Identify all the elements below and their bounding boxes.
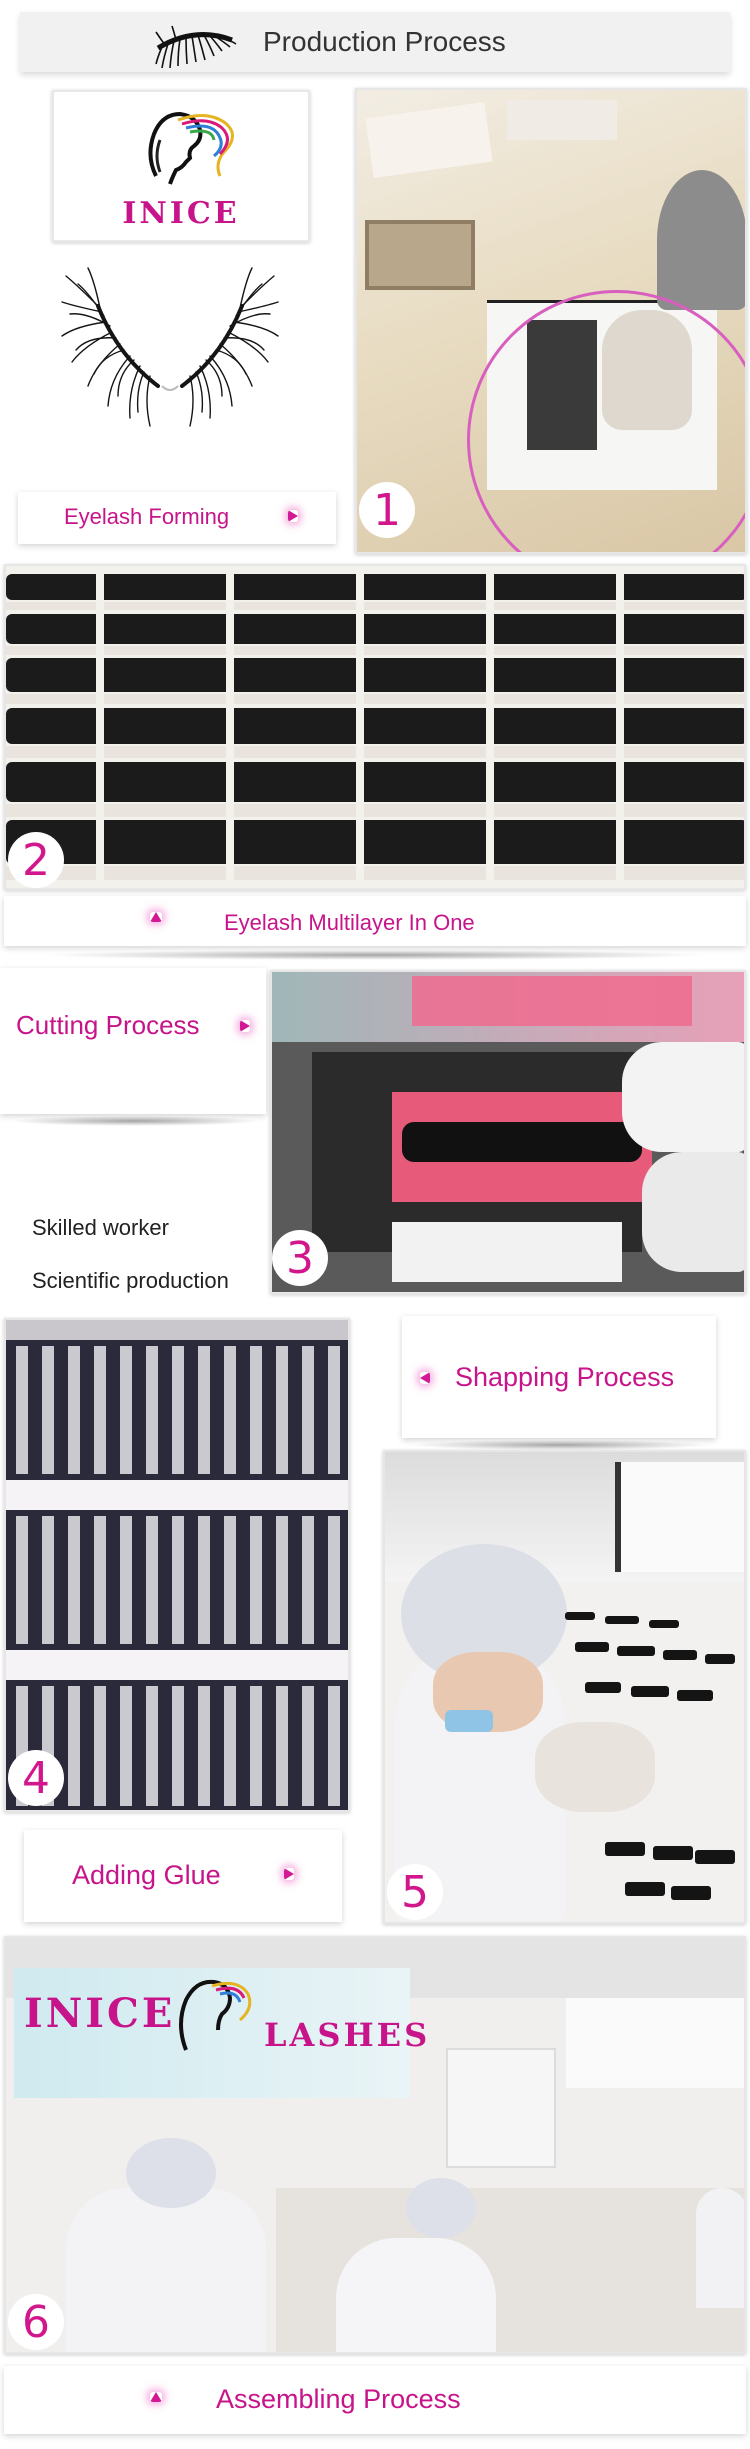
step-5-label: Adding Glue — [72, 1860, 221, 1890]
arrow-left-icon — [420, 1372, 430, 1384]
arrow-up-icon — [150, 912, 162, 922]
brand-banner — [14, 1968, 410, 2098]
step-4-photo: 4 — [4, 1318, 350, 1812]
arrow-up-icon — [150, 2392, 162, 2402]
step-1-photo: 1 — [355, 88, 747, 554]
step-2-number-badge: 2 — [8, 832, 64, 888]
divider-shadow — [10, 1116, 260, 1126]
note-scientific-production: Scientific production — [32, 1268, 229, 1293]
brand-banner-left-text: INICE — [24, 1990, 176, 2037]
step-6-label-card — [4, 2366, 746, 2434]
arrow-right-icon — [288, 510, 298, 522]
step-5-photo: 5 — [383, 1450, 746, 1924]
step-4-number-badge: 4 — [8, 1750, 64, 1806]
step-6-number-badge: 6 — [8, 2294, 64, 2350]
note-skilled-worker: Skilled worker — [32, 1215, 169, 1240]
step-6-photo: INICE LASHES 6 — [4, 1936, 746, 2354]
step-5-number-badge: 5 — [387, 1864, 443, 1920]
lash-rows-image — [565, 1612, 735, 1900]
step-2-label: Eyelash Multilayer In One — [224, 910, 475, 935]
step-2-photo: 2 — [4, 564, 746, 890]
divider-shadow — [410, 1440, 710, 1450]
arrow-right-icon — [284, 1868, 294, 1880]
step-3-label-card — [0, 968, 266, 1114]
brand-logo-card: INICE — [52, 90, 310, 242]
step-4-label-card — [402, 1316, 716, 1438]
step-1-label-card — [18, 492, 336, 544]
step-1-number-badge: 1 — [359, 482, 415, 538]
page-title: Production Process — [263, 26, 506, 57]
step-3-number-badge: 3 — [272, 1230, 328, 1286]
lash-box-racks-image — [6, 1320, 348, 1810]
step-6-label: Assembling Process — [216, 2384, 461, 2414]
eyelash-product-image — [61, 267, 279, 427]
step-3-photo: 3 — [270, 970, 746, 1294]
divider-shadow — [40, 950, 710, 960]
step-3-label: Cutting Process — [16, 1010, 200, 1040]
brand-banner-right-text: LASHES — [264, 2016, 431, 2054]
brand-logo-text: INICE — [122, 196, 240, 231]
header-bar — [20, 12, 730, 72]
step-4-label: Shapping Process — [455, 1362, 675, 1392]
lash-strips-image — [6, 566, 744, 888]
brand-logo-icon — [148, 111, 234, 185]
brand-logo-icon — [179, 1979, 252, 2051]
step-2-label-card — [4, 896, 746, 946]
step-1-label: Eyelash Forming — [64, 504, 230, 529]
arrow-right-icon — [240, 1020, 250, 1032]
eyelash-icon — [155, 25, 237, 69]
